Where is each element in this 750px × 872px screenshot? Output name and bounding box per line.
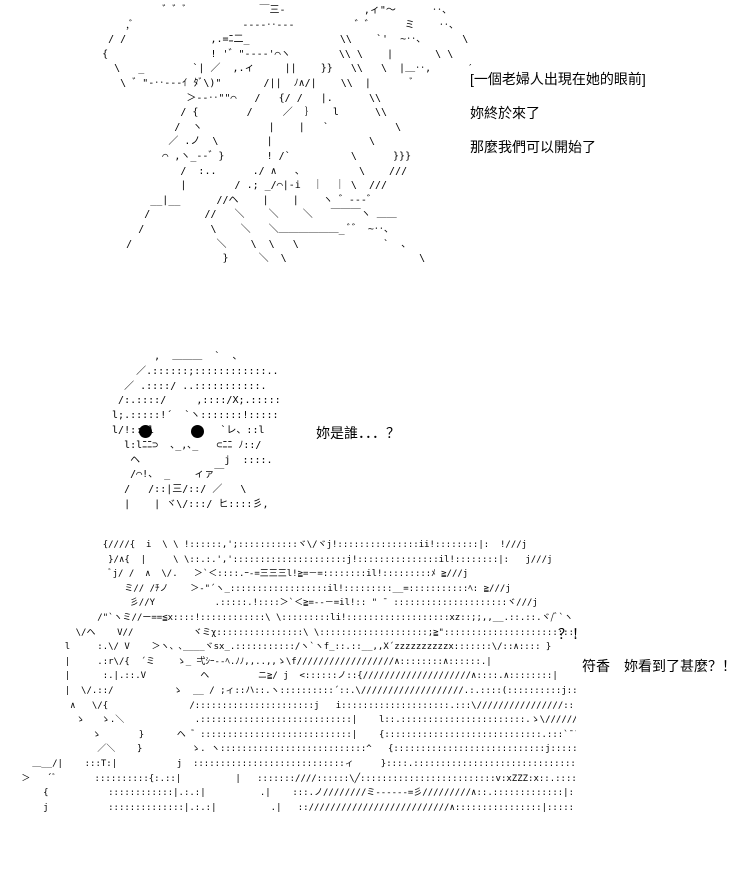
left-eye (139, 425, 152, 438)
dialogue-line: 妳是誰．．．？ (316, 425, 400, 441)
exclamation-text: ？！ (558, 626, 586, 642)
dialogue-line: 那麼我們可以開始了 (470, 139, 596, 155)
ascii-art-old-woman: ゛゛ﾞ ￣三- ,ィ"～ ‥、 ,ﾞ ----‥--- ゛゛ ミ ‥、 / / … (102, 5, 474, 265)
dialogue-line: 妳終於來了 (470, 105, 540, 121)
ascii-art-girl: , ＿＿＿ ` 、 ／.::::::;::::::::::::... 、 ／ .… (112, 351, 280, 510)
ascii-art-figure: {////{ i \ \ !::::::,';:::::::::::ヾ\/ヾj!… (21, 540, 576, 813)
right-eye (191, 425, 204, 438)
narration-text: [一個老婦人出現在她的眼前] (470, 71, 646, 87)
dialogue-line: 符香 妳看到了甚麼？！ (582, 658, 736, 674)
